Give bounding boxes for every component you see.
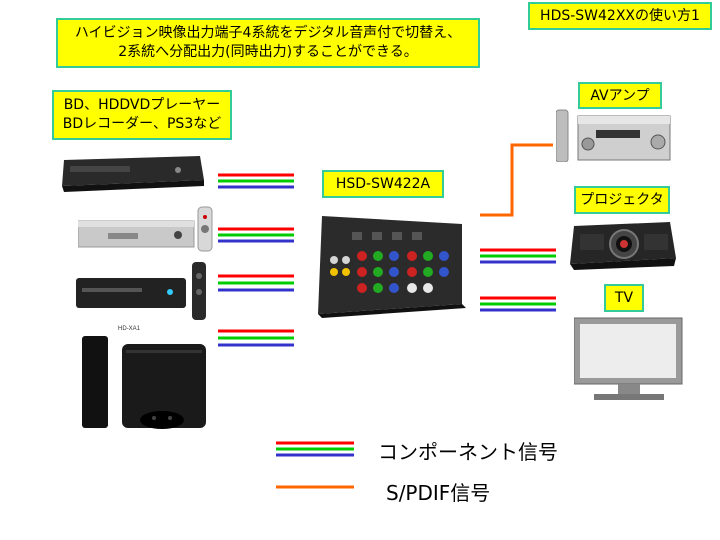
component-cable-source-3 — [218, 274, 294, 292]
description-line-1: ハイビジョン映像出力端子4系統をデジタル音声付で切替え、 — [74, 25, 462, 41]
component-cable-source-2 — [218, 227, 294, 243]
projector-label: プロジェクタ — [574, 186, 670, 214]
bd-recorder-image — [78, 206, 213, 252]
av-amp-label: AVアンプ — [578, 82, 662, 109]
ps3-image: HD-XA1 — [82, 326, 206, 429]
legend-component-sample — [276, 441, 354, 457]
component-cable-projector — [480, 248, 556, 264]
sources-label-line-2: BDレコーダー、PS3など — [62, 116, 222, 132]
av-amp-image — [556, 109, 671, 162]
component-cable-source-1 — [218, 173, 294, 189]
switcher-label: HSD-SW422A — [322, 170, 444, 198]
sources-label: BD、HDDVDプレーヤー BDレコーダー、PS3など — [52, 90, 232, 140]
legend-spdif-label: S/PDIF信号 — [386, 481, 491, 505]
tv-image — [574, 317, 683, 400]
sources-label-line-1: BD、HDDVDプレーヤー — [63, 97, 221, 113]
ps3-model-text: HD-XA1 — [118, 326, 141, 332]
bd-player-image — [62, 156, 204, 192]
switcher-jacks — [330, 232, 449, 293]
legend-component-label: コンポーネント信号 — [378, 440, 558, 464]
tv-label: TV — [604, 284, 644, 312]
page-title: HDS-SW42XXの使い方1 — [528, 2, 712, 30]
description-box: ハイビジョン映像出力端子4系統をデジタル音声付で切替え、 2系統へ分配出力(同時… — [56, 18, 480, 68]
description-line-2: 2系統へ分配出力(同時出力)することができる。 — [118, 44, 418, 60]
component-cable-source-4 — [218, 329, 294, 347]
component-cable-tv — [480, 296, 556, 312]
spdif-cable-av-amp — [480, 143, 553, 217]
hddvd-player-image — [76, 262, 206, 320]
projector-image — [570, 222, 676, 270]
switcher-image — [318, 216, 466, 318]
